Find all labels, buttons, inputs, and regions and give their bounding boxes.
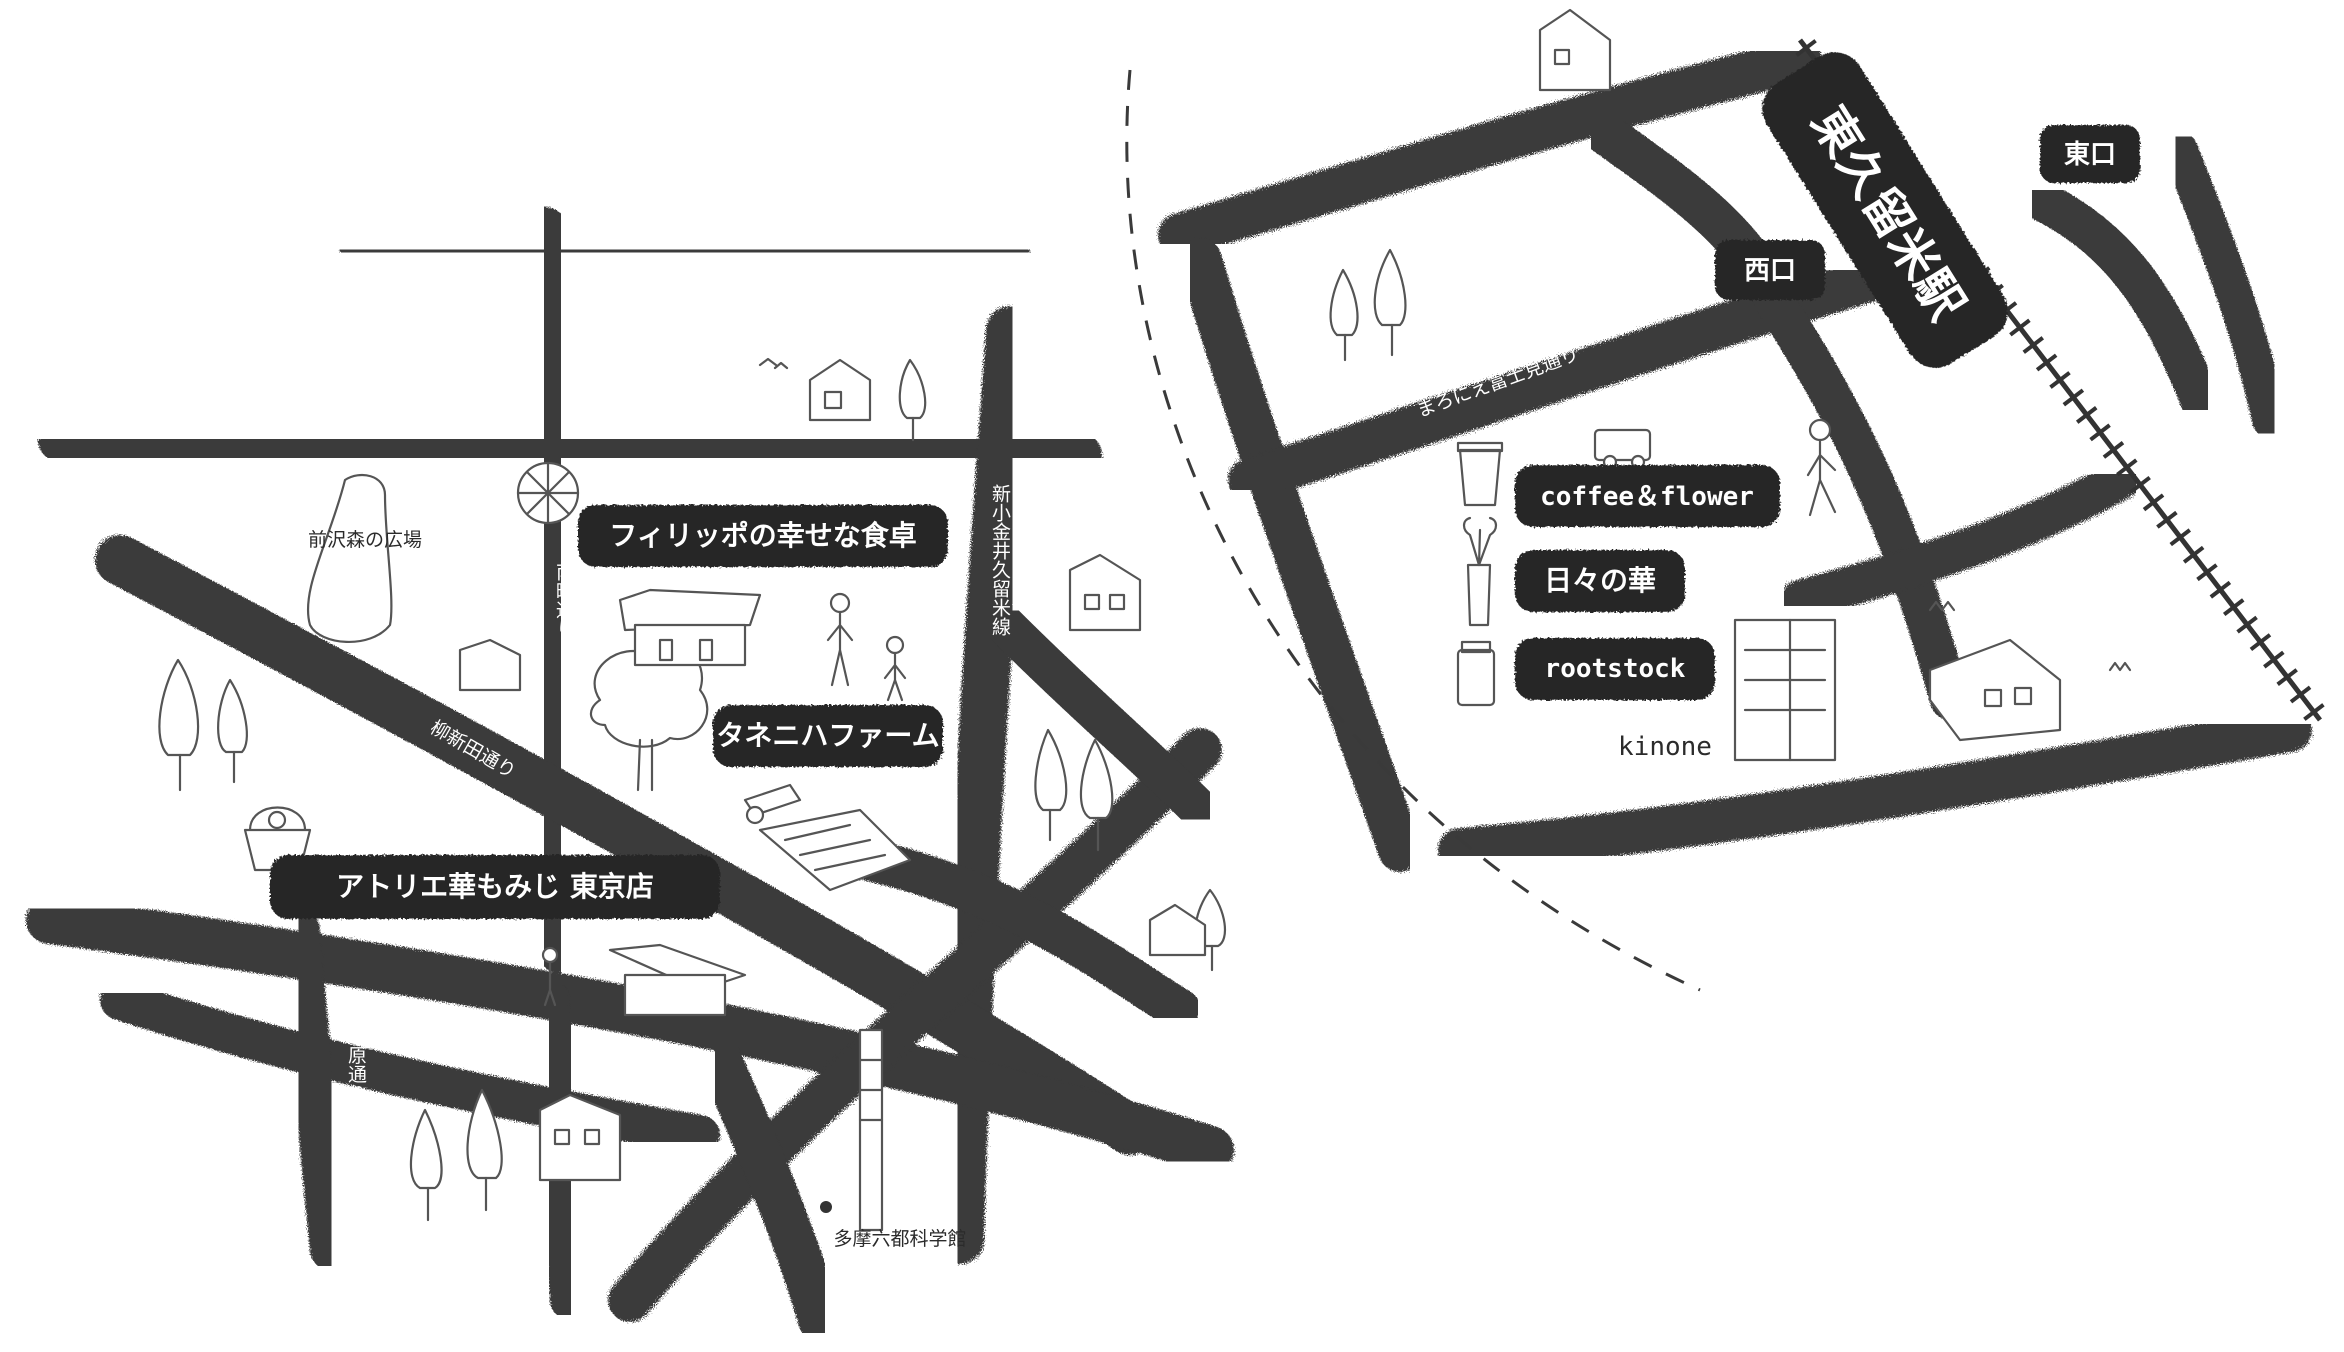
railway-tie — [2156, 510, 2178, 529]
place-label-maezawa: 前沢森の広場 — [308, 529, 422, 551]
railway-tie — [2222, 598, 2245, 617]
railway-tie — [2249, 633, 2272, 652]
tractor-icon — [743, 783, 802, 825]
svg-text:東口: 東口 — [2064, 140, 2116, 170]
farmhouse-icon — [618, 588, 762, 667]
atelier-label: アトリエ華もみじ 東京店 — [270, 855, 720, 919]
boundary-dashed-line — [1125, 69, 1701, 992]
railway-tie — [2049, 371, 2071, 389]
east-exit-label: 東口 — [2040, 125, 2140, 183]
right-road-network — [1158, 38, 2312, 872]
kinone-label: kinone — [1618, 732, 1712, 762]
railway-tie — [2182, 545, 2205, 564]
car-icon — [1593, 428, 1652, 470]
svg-text:日々の華: 日々の華 — [1544, 564, 1656, 597]
railway-tie — [2169, 528, 2192, 547]
svg-text:タネニハファーム: タネニハファーム — [716, 719, 939, 752]
svg-text:フィリッポの幸せな食卓: フィリッポの幸せな食卓 — [609, 519, 916, 552]
railway-tie — [2062, 388, 2085, 407]
road-label-nonaka: 野中原通り — [345, 1008, 367, 1103]
railway-tie — [2289, 685, 2312, 704]
pizza-icon — [516, 461, 580, 525]
railway-tie — [2022, 336, 2045, 354]
house-icon — [458, 8, 2062, 1182]
building-icon — [1733, 618, 1837, 762]
svg-text:rootstock: rootstock — [1545, 654, 1686, 684]
railway-tie — [2102, 441, 2125, 459]
west-exit-label: 西口 — [1715, 240, 1825, 300]
svg-text:coffee＆flower: coffee＆flower — [1540, 482, 1754, 512]
railway-tie — [2129, 475, 2151, 494]
railway-tie — [2089, 423, 2111, 442]
bird-icon — [758, 357, 2132, 672]
railway-tie — [2142, 493, 2165, 512]
flower-vase-icon — [1462, 516, 1498, 627]
road-label-minamimachi: 南町通り — [553, 562, 575, 638]
tree-icon — [158, 248, 1407, 1222]
location-dot — [820, 1201, 832, 1213]
railway-tie — [1795, 39, 1817, 57]
railway-tie — [2263, 650, 2285, 669]
filippo-label: フィリッポの幸せな食卓 — [578, 505, 948, 567]
road-label-shinkoganei: 新小金井久留米線 — [989, 484, 1011, 636]
svg-text:アトリエ華もみじ 東京店: アトリエ華もみじ 東京店 — [336, 870, 654, 903]
railway-tie — [2236, 615, 2258, 634]
railway-tie — [2116, 458, 2138, 477]
railway-tie — [2209, 580, 2232, 599]
place-label-tama-science: 多摩六都科学館 — [833, 1228, 966, 1250]
plaza-outline — [306, 473, 393, 644]
jar-icon — [1456, 640, 1496, 707]
railway-tie — [2276, 668, 2298, 686]
rootstock-label: rootstock — [1515, 638, 1715, 700]
railway-tie — [2035, 353, 2058, 372]
person-icon — [541, 418, 1837, 1007]
coffee-cup-icon — [1456, 441, 1504, 507]
railway-tie — [2196, 563, 2218, 582]
coffee-flower-label: coffee＆flower — [1515, 465, 1780, 527]
big-tree-icon — [589, 644, 709, 792]
tower-icon — [858, 1028, 884, 1232]
svg-text:西口: 西口 — [1744, 256, 1796, 286]
railway-tie — [2075, 406, 2098, 424]
railway-tie — [2303, 703, 2325, 721]
taneni-label: タネニハファーム — [713, 705, 943, 767]
hibi-label: 日々の華 — [1515, 550, 1685, 612]
shed-icon — [608, 943, 747, 1017]
field-icon — [758, 808, 912, 892]
railway-tie — [2009, 318, 2031, 337]
